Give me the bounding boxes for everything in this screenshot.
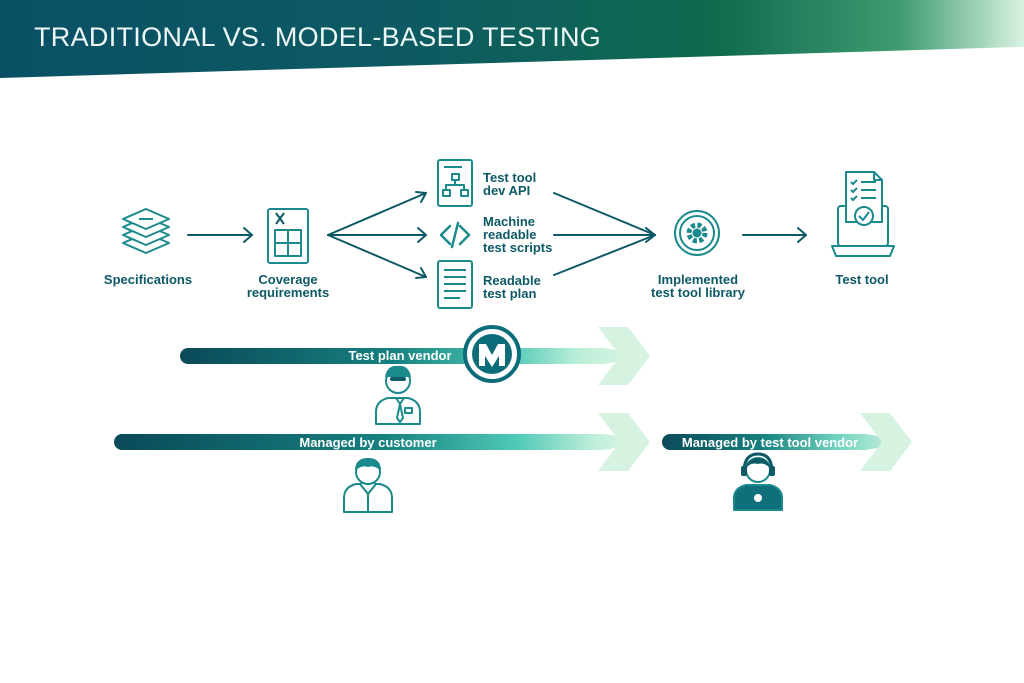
label-dev-api-line-2: dev API: [483, 183, 531, 198]
person-headset-icon: [733, 452, 783, 511]
bar-label-test-plan-vendor: Test plan vendor: [348, 348, 452, 363]
flow-arrow-spec-to-coverage: [187, 227, 253, 243]
spreadsheet-x-icon: [267, 208, 309, 264]
document-lines-icon: [437, 260, 473, 309]
bar-managed-by-test-tool-vendor: [662, 413, 912, 471]
label-coverage-line-1: Coverage: [258, 272, 318, 287]
bar-label-managed-by-test-tool-vendor: Managed by test tool vendor: [681, 435, 859, 450]
stacked-layers-icon: [122, 208, 170, 254]
label-dev-api-line-1: Test tool: [483, 170, 537, 185]
bar-test-plan-vendor: [180, 327, 650, 385]
label-test-tool-line: Test tool: [835, 272, 889, 287]
label-readable-test-plan: Readable test plan: [483, 274, 541, 300]
label-test-tool-dev-api: Test tool dev API: [483, 171, 536, 197]
code-brackets-icon: [439, 221, 471, 249]
bar-managed-by-customer: [114, 413, 650, 471]
label-test-tool: Test tool: [835, 273, 888, 286]
gear-circle-icon: [674, 210, 720, 256]
document-flowchart-icon: [437, 159, 473, 207]
label-readable-line-2: test plan: [483, 286, 537, 301]
person-icon: [343, 458, 393, 513]
bar-label-managed-by-customer: Managed by customer: [299, 435, 437, 450]
flow-arrows-converge-library: [553, 192, 656, 276]
label-specifications-line: Specifications: [103, 272, 193, 287]
label-coverage-requirements: Coverage requirements: [247, 273, 329, 299]
label-machine-line-2: readable: [483, 227, 537, 242]
label-library-line-1: Implemented: [657, 272, 739, 287]
label-implemented-test-tool-library: Implemented test tool library: [651, 273, 745, 299]
label-machine-readable-test-scripts: Machine readable test scripts: [483, 215, 552, 254]
label-readable-line-1: Readable: [483, 273, 541, 288]
label-machine-line-3: test scripts: [483, 240, 553, 255]
laptop-checklist-icon: [831, 171, 895, 257]
label-coverage-line-2: requirements: [246, 285, 330, 300]
label-machine-line-1: Machine: [483, 214, 536, 229]
page-title: TRADITIONAL VS. MODEL-BASED TESTING: [34, 22, 602, 52]
flow-arrows-coverage-fanout: [327, 191, 427, 279]
m-logo-icon: [463, 325, 521, 383]
flow-arrow-library-to-tool: [742, 227, 807, 243]
label-specifications: Specifications: [104, 273, 192, 286]
person-tie-icon: [375, 365, 421, 425]
label-library-line-2: test tool library: [651, 285, 745, 300]
